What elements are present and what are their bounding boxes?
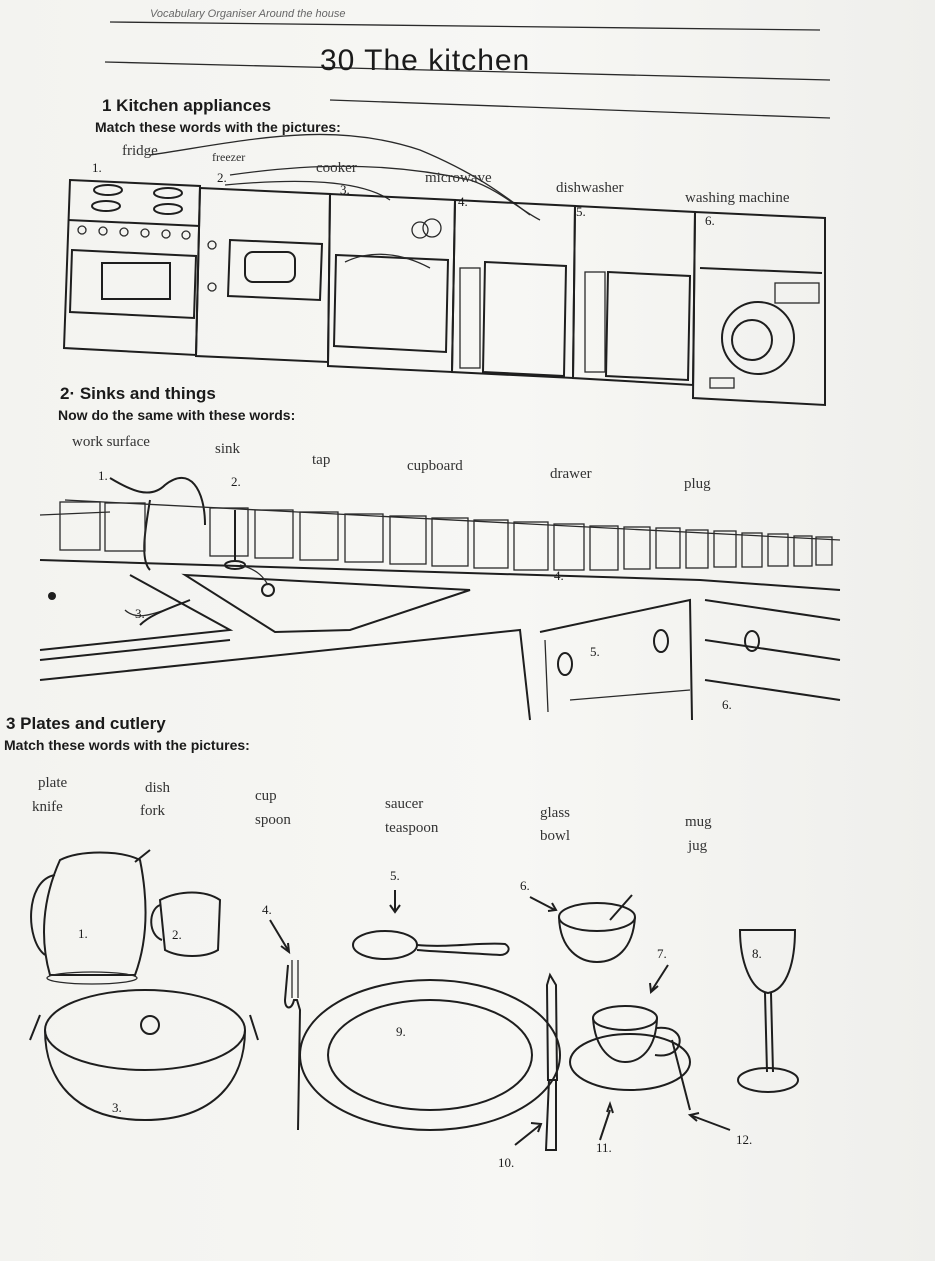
word-plate: plate <box>38 775 68 791</box>
word-jug: jug <box>688 838 708 854</box>
spoon-drawing <box>352 930 418 960</box>
saucer-drawing <box>569 1033 691 1091</box>
word-glass: glass <box>540 805 570 821</box>
table-number-4: 4. <box>262 902 272 917</box>
appliance-number-3: 3. <box>340 182 350 197</box>
appliance-number-2: 2. <box>217 170 227 185</box>
appliance-number-4: 4. <box>458 194 468 209</box>
dish-drawing <box>44 989 246 1071</box>
table-number-11: 11. <box>596 1140 612 1155</box>
sink-number-3: 3. <box>135 606 145 621</box>
word-plug: plug <box>684 476 711 492</box>
appliance-number-6: 6. <box>705 213 715 228</box>
word-cooker: cooker <box>316 160 357 176</box>
word-drawer: drawer <box>550 466 592 482</box>
word-fork: fork <box>140 803 165 819</box>
word-work-surface: work surface <box>72 434 150 450</box>
section3-instruction: Match these words with the pictures: <box>4 737 250 753</box>
word-cup: cup <box>255 788 277 804</box>
section1-instruction: Match these words with the pictures: <box>95 119 341 135</box>
table-number-8: 8. <box>752 946 762 961</box>
word-mug: mug <box>685 814 712 830</box>
table-number-1: 1. <box>78 926 88 941</box>
section3-heading: 3 Plates and cutlery <box>6 714 166 733</box>
table-number-3: 3. <box>112 1100 122 1115</box>
word-saucer: saucer <box>385 796 424 812</box>
word-dishwasher: dishwasher <box>556 180 624 196</box>
running-header: Vocabulary Organiser Around the house <box>150 8 346 20</box>
sink-number-1: 1. <box>98 468 108 483</box>
word-cupboard: cupboard <box>407 458 463 474</box>
section1-heading: 1 Kitchen appliances <box>102 96 272 115</box>
table-number-6: 6. <box>520 878 530 893</box>
sink-number-2: 2. <box>231 474 241 489</box>
table-number-10: 10. <box>498 1155 515 1170</box>
table-number-9: 9. <box>396 1024 406 1039</box>
word-bowl: bowl <box>540 828 570 844</box>
word-dish: dish <box>145 780 171 796</box>
bowl-drawing <box>558 902 636 932</box>
jug-drawing <box>43 851 147 976</box>
table-number-5: 5. <box>390 868 400 883</box>
word-tap: tap <box>312 452 331 468</box>
sink-number-6: 6. <box>722 697 732 712</box>
word-knife: knife <box>32 799 63 815</box>
mug-drawing <box>158 891 222 957</box>
glass-drawing <box>738 929 797 995</box>
appliance-number-5: 5. <box>576 204 586 219</box>
word-microwave: microwave <box>425 170 492 186</box>
word-sink: sink <box>215 441 241 457</box>
word-fridge: fridge <box>122 143 158 159</box>
table-number-2: 2. <box>172 927 182 942</box>
word-freezer: freezer <box>212 150 246 164</box>
kitchen-appliances-illustration <box>62 133 826 407</box>
section2-heading: 2· Sinks and things <box>60 384 216 403</box>
word-teaspoon: teaspoon <box>385 820 439 836</box>
word-spoon: spoon <box>255 812 291 828</box>
fork-drawing <box>283 964 302 1131</box>
word-washing-machine: washing machine <box>685 190 790 206</box>
table-number-12: 12. <box>736 1132 753 1147</box>
sink-number-5: 5. <box>590 644 600 659</box>
appliance-number-1: 1. <box>92 160 102 175</box>
knife-drawing <box>545 972 559 1081</box>
sink-number-4: 4. <box>554 568 564 583</box>
table-number-7: 7. <box>657 946 667 961</box>
sink-illustration <box>39 477 841 721</box>
tableware-illustration <box>29 849 799 1151</box>
cup-drawing <box>592 1005 658 1031</box>
plate-drawing <box>299 979 561 1131</box>
section2-instruction: Now do the same with these words: <box>58 407 296 423</box>
page-title: 30 The kitchen <box>320 44 531 77</box>
